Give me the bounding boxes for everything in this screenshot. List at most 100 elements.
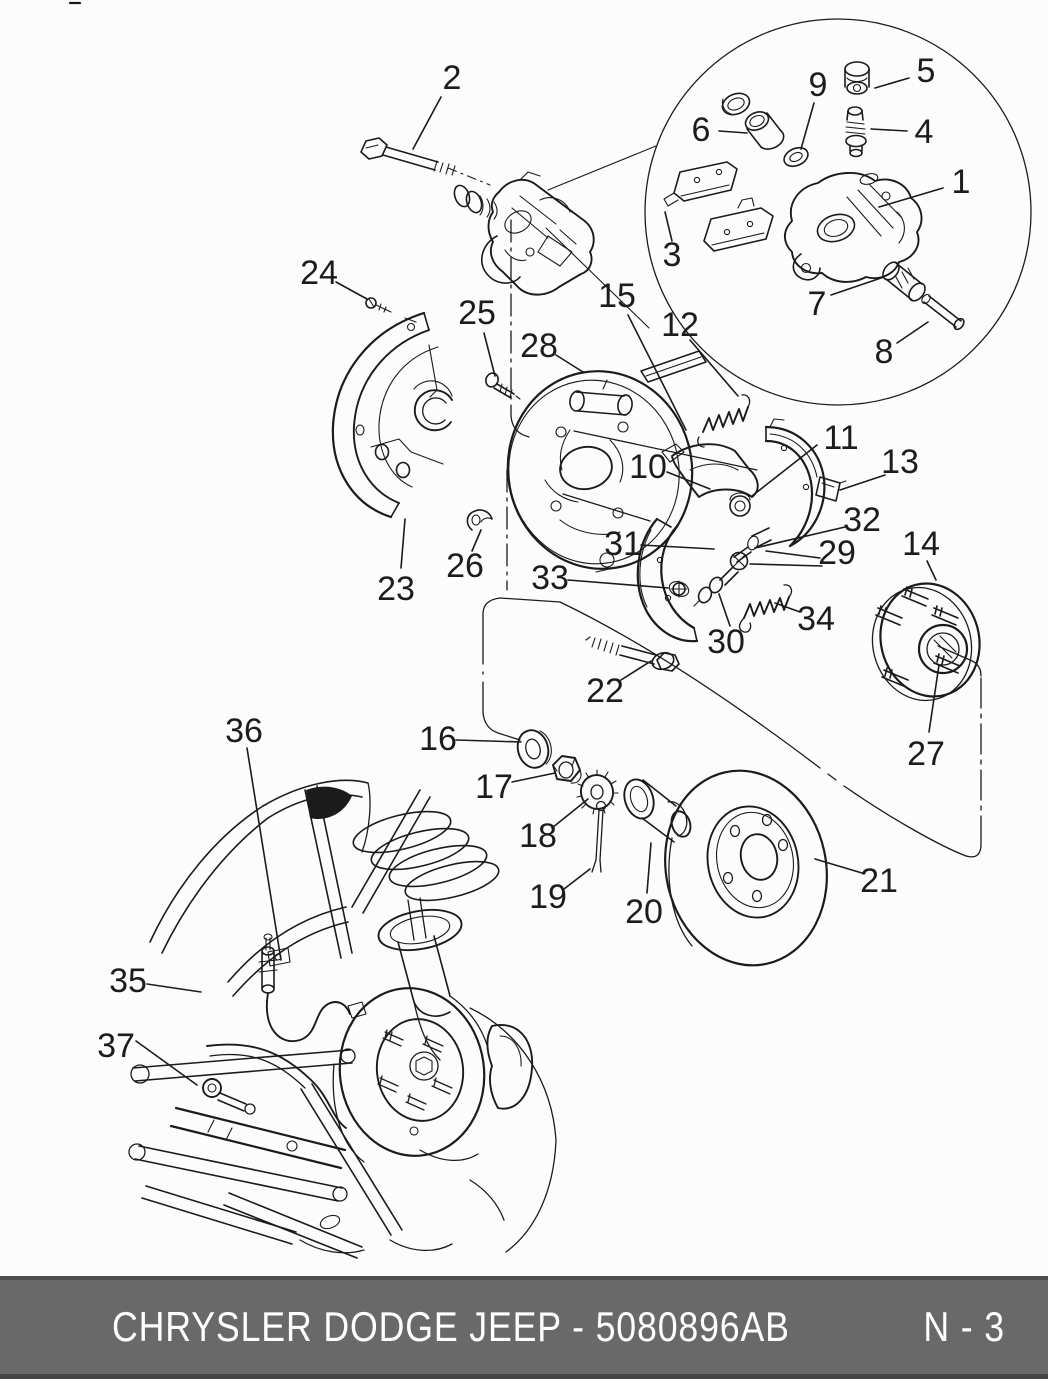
body-structure: [149, 779, 431, 997]
leader-line: [555, 354, 584, 373]
callout-16: 16: [419, 720, 457, 758]
leader-line: [765, 550, 821, 559]
callout-24: 24: [300, 254, 338, 292]
callout-17: 17: [475, 768, 513, 806]
leader-line: [814, 858, 863, 874]
leader-line: [412, 96, 442, 150]
leader-line: [870, 128, 908, 132]
leader-line: [664, 211, 673, 242]
bearing-hardware-group: [516, 636, 828, 967]
leader-line: [928, 664, 940, 733]
backing-plate-group: [506, 350, 847, 643]
footer-title: CHRYSLER DODGE JEEP - 5080896AB: [112, 1303, 790, 1350]
callout-9: 9: [809, 66, 828, 104]
leader-line: [689, 339, 739, 397]
leader-line: [749, 563, 823, 567]
callout-23: 23: [377, 570, 415, 608]
hub-bearing-part27: [917, 623, 969, 675]
rotor-part21: [664, 769, 828, 967]
leader-line: [896, 321, 929, 344]
piston-seal-part9: [783, 146, 809, 168]
leader-line: [754, 526, 846, 549]
callout-14: 14: [902, 525, 940, 563]
caliper-bolt-part2: [360, 137, 491, 186]
footer-page-number: N - 3: [923, 1303, 1006, 1350]
bleeder-screw-part4: [845, 106, 867, 158]
inset-detail-circle: [545, 18, 1032, 406]
wheel-studs: [875, 586, 961, 688]
leader-line: [335, 281, 368, 300]
clip-part13: [815, 476, 847, 502]
leader-line: [135, 1040, 198, 1086]
adjuster-lever-part10: [661, 443, 759, 517]
brake-shoe-part11: [764, 418, 826, 548]
underbody-details: [207, 1007, 557, 1254]
callout-26: 26: [446, 547, 484, 585]
leader-line: [874, 77, 910, 89]
leader-line: [551, 798, 589, 829]
callout-20: 20: [625, 893, 663, 931]
panel-outline: [482, 597, 982, 858]
leader-line: [666, 471, 711, 490]
screw-part24: [365, 297, 392, 313]
leader-line: [483, 332, 496, 377]
brake-shoe-part31: [636, 517, 699, 643]
guide-pin-part8: [921, 293, 965, 331]
cotter-pin-part19: [591, 800, 607, 873]
callout-18: 18: [519, 817, 557, 855]
leader-line: [511, 772, 556, 783]
callout-30: 30: [707, 623, 745, 661]
callout-4: 4: [915, 113, 934, 151]
hub-part14: [871, 582, 981, 702]
leader-line: [800, 102, 815, 150]
coil-spring: [352, 810, 500, 952]
leader-line: [878, 187, 944, 208]
leader-line: [774, 602, 801, 613]
callout-1: 1: [952, 163, 971, 201]
leader-line: [567, 579, 669, 589]
brake-drum: [332, 987, 486, 1163]
callout-8: 8: [875, 333, 894, 371]
leader-line: [718, 593, 731, 627]
caliper-assembly: [360, 137, 595, 591]
leader-line: [839, 474, 886, 491]
callout-35: 35: [109, 962, 147, 1000]
washer-part16: [516, 729, 552, 769]
callout-21: 21: [860, 862, 898, 900]
stabilizer-bar: [206, 1043, 347, 1129]
leader-line: [718, 130, 748, 134]
callout-33: 33: [531, 559, 569, 597]
callout-5: 5: [917, 52, 936, 90]
callout-31: 31: [604, 525, 642, 563]
leader-line: [640, 544, 715, 550]
callout-32: 32: [843, 501, 881, 539]
callout-25: 25: [458, 294, 496, 332]
leader-line: [627, 314, 687, 431]
leader-line: [455, 739, 522, 743]
caliper-body-part1: [783, 171, 923, 283]
callout-15: 15: [598, 277, 636, 315]
splash-shield-group: [331, 297, 521, 531]
leader-line: [563, 868, 591, 890]
stabilizer-link-part37: [202, 1078, 256, 1115]
callout-7: 7: [808, 285, 827, 323]
screw-part25: [485, 372, 521, 400]
strut: [397, 897, 489, 1061]
brake-pads-part3: [663, 161, 774, 252]
adjuster-spring-part34: [738, 584, 793, 633]
nut-retainer-part18: [576, 769, 619, 815]
inset-connector-line: [547, 145, 657, 191]
adjuster-parts29-30-32: [693, 527, 772, 607]
drum-caliper: [486, 1023, 533, 1110]
splash-shield-part23: [331, 311, 444, 519]
leader-line: [246, 747, 282, 961]
leader-line: [471, 529, 482, 552]
callout-6: 6: [692, 111, 711, 149]
control-arms: [128, 1048, 403, 1259]
callout-22: 22: [586, 672, 624, 710]
return-spring-part12: [697, 394, 751, 448]
wheel-cylinder: [569, 379, 633, 416]
leader-line: [830, 276, 885, 296]
caliper-alignment-line: [506, 219, 530, 591]
